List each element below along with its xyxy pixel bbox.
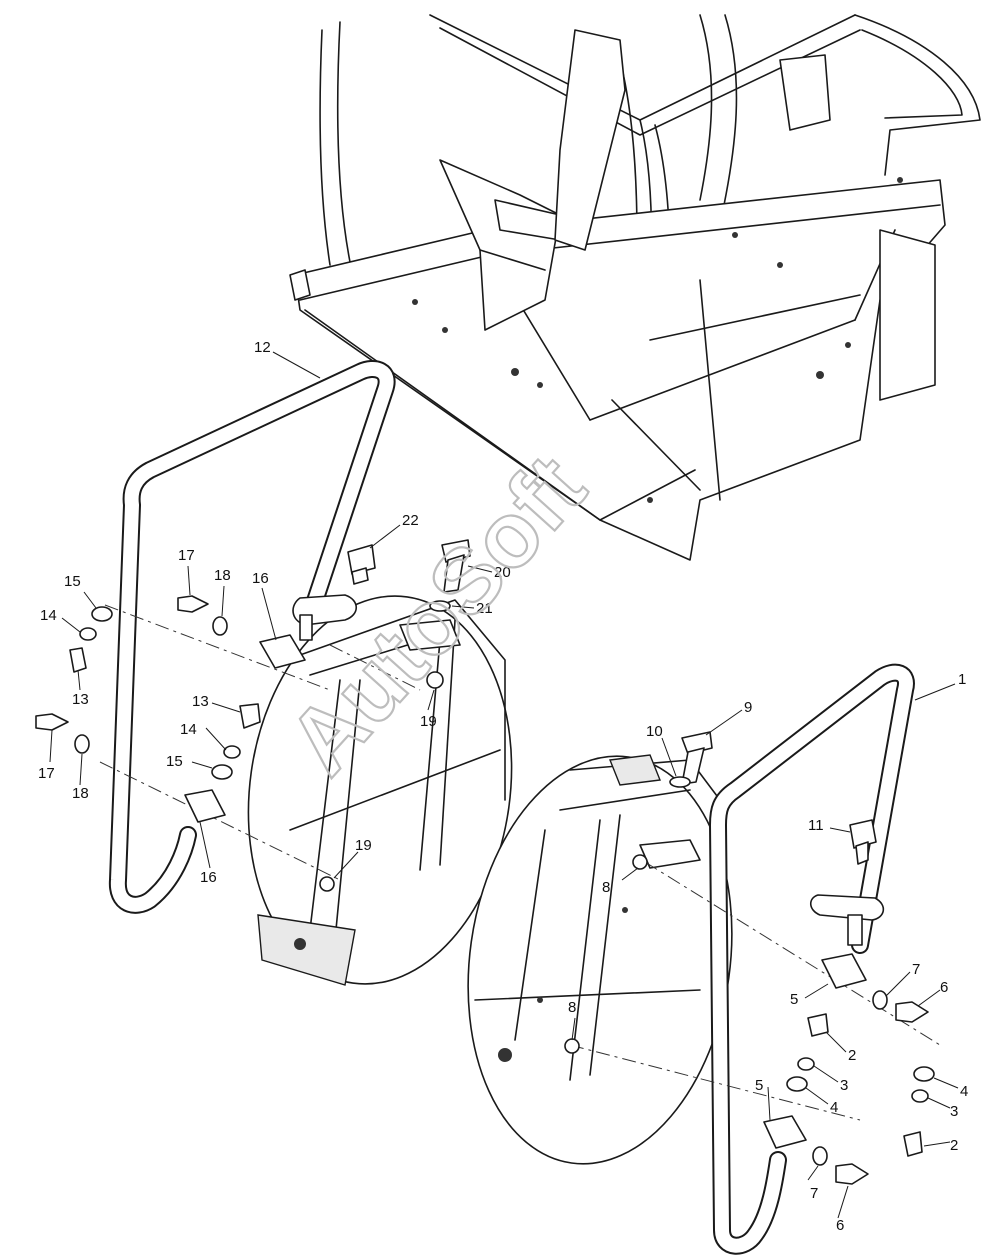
callout-16: 16 xyxy=(200,869,217,886)
callout-6: 6 xyxy=(940,979,948,996)
callout-13: 13 xyxy=(192,693,209,710)
callout-21: 21 xyxy=(476,600,493,617)
callout-9: 9 xyxy=(744,699,752,716)
assembly-lines xyxy=(99,604,941,1121)
callout-17: 17 xyxy=(38,765,55,782)
callout-2: 2 xyxy=(950,1137,958,1154)
callout-15: 15 xyxy=(64,573,81,590)
leader-lines xyxy=(49,351,959,1219)
callout-10: 10 xyxy=(646,723,663,740)
callout-14: 14 xyxy=(40,607,57,624)
callout-7: 7 xyxy=(810,1185,818,1202)
callout-12: 12 xyxy=(254,339,271,356)
callout-8: 8 xyxy=(568,999,576,1016)
callout-4: 4 xyxy=(830,1099,838,1116)
left-roll-bar xyxy=(108,360,396,914)
callout-8: 8 xyxy=(602,879,610,896)
callout-18: 18 xyxy=(214,567,231,584)
callout-20: 20 xyxy=(494,564,511,581)
callout-11: 11 xyxy=(808,817,824,834)
callout-16: 16 xyxy=(252,570,269,587)
callout-15: 15 xyxy=(166,753,183,770)
callout-5: 5 xyxy=(755,1077,763,1094)
callout-13: 13 xyxy=(72,691,89,708)
callout-17: 17 xyxy=(178,547,195,564)
hardware-parts xyxy=(35,539,935,1185)
callout-5: 5 xyxy=(790,991,798,1008)
callout-4: 4 xyxy=(960,1083,968,1100)
callout-3: 3 xyxy=(950,1103,958,1120)
callout-18: 18 xyxy=(72,785,89,802)
callout-1: 1 xyxy=(958,671,966,688)
right-roll-bar xyxy=(709,663,915,1255)
callout-2: 2 xyxy=(848,1047,856,1064)
callout-19: 19 xyxy=(355,837,372,854)
left-detail-view xyxy=(247,595,513,986)
main-frame xyxy=(289,14,981,561)
callout-14: 14 xyxy=(180,721,197,738)
callout-labels: 1 2 2 3 3 4 4 5 5 6 6 7 7 8 8 9 10 11 12… xyxy=(38,339,968,1234)
callout-7: 7 xyxy=(912,961,920,978)
callout-3: 3 xyxy=(840,1077,848,1094)
callout-22: 22 xyxy=(402,512,419,529)
right-detail-view xyxy=(467,754,733,1165)
callout-6: 6 xyxy=(836,1217,844,1234)
callout-19: 19 xyxy=(420,713,437,730)
